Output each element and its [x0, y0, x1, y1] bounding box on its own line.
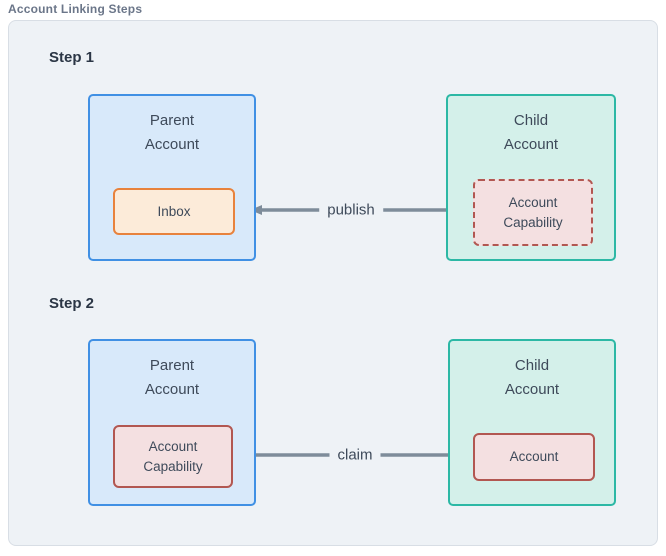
- inner-label: Account Capability: [143, 438, 203, 474]
- step2-child-account-node: Child Account Account: [448, 339, 616, 506]
- diagram-title: Account Linking Steps: [8, 2, 143, 16]
- publish-arrow-label: publish: [319, 201, 383, 219]
- step2-parent-account-node: Parent Account Account Capability: [88, 339, 256, 506]
- step2-account-capability-box: Account Capability: [113, 425, 233, 488]
- diagram-panel: Step 1 Parent Account Inbox Child Accoun…: [8, 20, 658, 546]
- step2-account-box: Account: [473, 433, 595, 481]
- step1-parent-account-node: Parent Account Inbox: [88, 94, 256, 261]
- step1-heading: Step 1: [49, 49, 95, 66]
- step2-heading: Step 2: [49, 295, 95, 312]
- node-title: Parent Account: [144, 357, 200, 398]
- inner-label: Inbox: [157, 203, 191, 219]
- node-title: Child Account: [504, 357, 560, 398]
- claim-arrow-label: claim: [329, 446, 381, 464]
- inner-label: Account: [509, 449, 559, 464]
- step1-inbox-box: Inbox: [113, 188, 235, 235]
- node-title: Parent Account: [144, 112, 200, 153]
- inner-label: Account Capability: [503, 194, 563, 230]
- node-title: Child Account: [503, 112, 559, 153]
- step1-child-account-node: Child Account Account Capability: [446, 94, 616, 261]
- step1-account-capability-box: Account Capability: [473, 179, 593, 246]
